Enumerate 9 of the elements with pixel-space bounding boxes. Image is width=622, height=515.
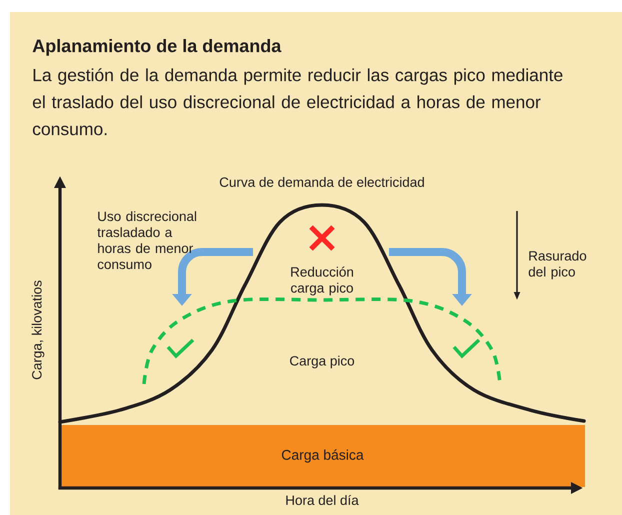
base-load-band: Carga básica: [60, 425, 585, 487]
intro-paragraph: La gestión de la demanda permite reducir las cargas pico mediante el traslado del uso discrecional de electricidad a horas de menor consumo.: [32, 68, 562, 136]
axis-label: Carga, kilovatios: [32, 280, 44, 380]
callout-text: Rasurado del pico: [528, 250, 586, 280]
callout-text: Uso discrecional trasladado a horas de menor consumo: [97, 211, 196, 270]
curve-label: Curva de demanda de electricidad: [220, 177, 424, 187]
callout-text: Reducción carga pico: [291, 266, 353, 296]
area-label: Carga pico: [290, 356, 354, 368]
heading: Aplanamiento de la demanda: [32, 39, 282, 56]
